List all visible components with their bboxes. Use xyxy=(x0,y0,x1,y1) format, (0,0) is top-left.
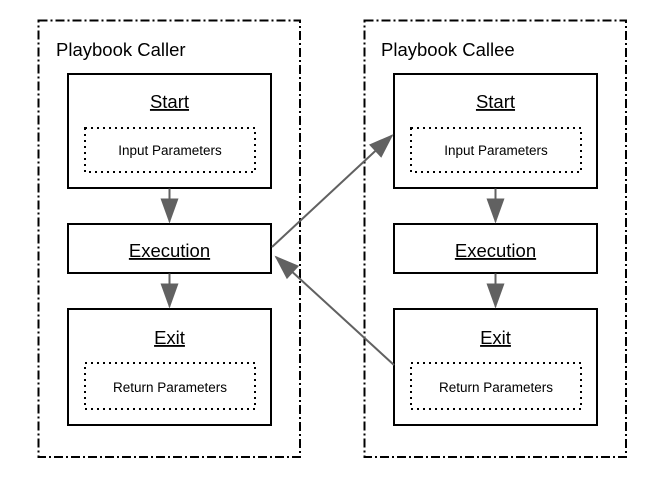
caller-return-params-label: Return Parameters xyxy=(113,380,227,395)
callee-group: Playbook Callee Start Input Parameters E… xyxy=(363,19,627,458)
callee-execution-label: Execution xyxy=(455,240,536,261)
caller-execution-box xyxy=(67,223,272,274)
callee-return-params-label: Return Parameters xyxy=(439,380,553,395)
callee-exit-label: Exit xyxy=(480,327,511,348)
callee-execution-box xyxy=(393,223,598,274)
callee-return-params-box xyxy=(410,362,582,410)
callee-title: Playbook Callee xyxy=(381,39,515,60)
call-arrow-caller-execution-to-callee-start xyxy=(271,134,394,248)
callee-input-params-label: Input Parameters xyxy=(444,143,548,158)
caller-input-params-label: Input Parameters xyxy=(118,143,222,158)
caller-container xyxy=(37,19,301,458)
caller-exit-label: Exit xyxy=(154,327,185,348)
caller-group: Playbook Caller Start Input Parameters E… xyxy=(37,19,301,458)
callee-container xyxy=(363,19,627,458)
callee-start-label: Start xyxy=(476,91,515,112)
callee-input-params-box xyxy=(410,127,582,173)
return-arrow-callee-exit-to-caller-execution xyxy=(274,255,395,366)
caller-start-label: Start xyxy=(150,91,189,112)
caller-input-params-box xyxy=(84,127,256,173)
caller-execution-label: Execution xyxy=(129,240,210,261)
caller-title: Playbook Caller xyxy=(56,39,186,60)
caller-return-params-box xyxy=(84,362,256,410)
